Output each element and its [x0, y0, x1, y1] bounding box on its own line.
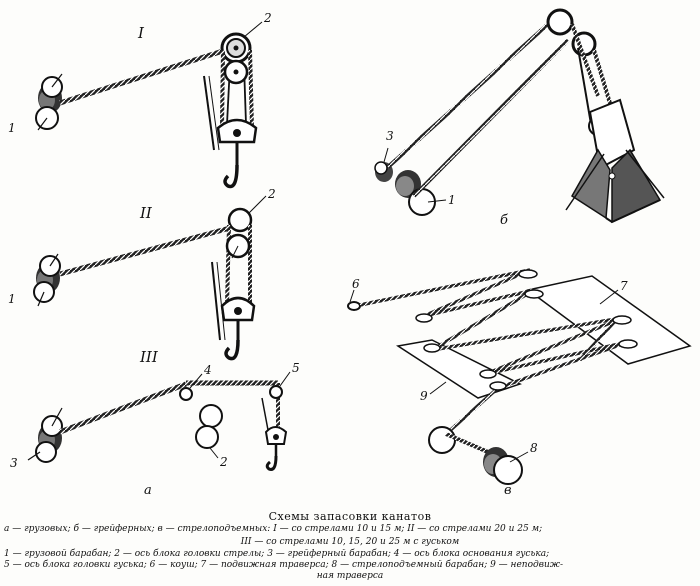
hook-block-tackle-II	[225, 224, 252, 306]
hoist-rope-I	[59, 47, 227, 106]
caption-line-4: 5 — ось блока головки гуська; 6 — коуш; …	[4, 560, 564, 570]
jib-head-sheave	[269, 371, 291, 399]
luffing-scheme: 6 7 9	[347, 268, 692, 485]
label-8-luffing: 8	[530, 441, 538, 455]
caption-line-3: 1 — грузовой барабан; 2 — ось блока голо…	[4, 549, 550, 559]
label-1-I: 1	[8, 121, 16, 135]
thimble	[347, 289, 361, 311]
hoist-drum-I	[35, 73, 63, 131]
scheme-I: I 1 2	[8, 11, 272, 189]
hoist-rope-III	[59, 381, 187, 435]
roman-label-I: I	[137, 24, 145, 42]
scheme-III: III 3 4 5 2	[10, 348, 300, 471]
label-1-grab: 1	[448, 193, 456, 207]
hook-block-I	[216, 118, 258, 189]
luffing-drum	[428, 426, 529, 485]
label-2-III: 2	[219, 455, 228, 469]
grab-bucket	[565, 98, 665, 224]
grab-drums	[374, 147, 447, 216]
roman-label-II: II	[139, 204, 153, 222]
caption-line-1: а — грузовых; б — грейферных; в — стрело…	[4, 524, 543, 534]
fixed-traverse	[395, 339, 522, 399]
label-5-III: 5	[292, 361, 300, 375]
grab-rope-upper	[386, 16, 557, 169]
label-2-I: 2	[263, 11, 272, 25]
label-2-II: 2	[267, 187, 276, 201]
caption-line-2: III — со стрелами 10, 15, 20 и 25 м с гу…	[240, 537, 460, 547]
scheme-II: II 1 2	[8, 187, 276, 361]
boom-head-sheave-I	[220, 21, 263, 64]
traverse-sheaves	[415, 269, 638, 391]
caption-title: Схемы запасовки канатов	[268, 510, 432, 523]
hook-block-II	[220, 296, 256, 361]
jib-base-sheave	[179, 373, 203, 401]
hook-block-III	[264, 426, 288, 471]
grab-boom-head-sheaves	[546, 8, 597, 57]
caption-line-5: ная траверса	[316, 571, 384, 581]
label-4-III: 4	[203, 363, 212, 377]
hoist-rope-II	[59, 225, 231, 277]
roman-label-III: III	[139, 348, 159, 366]
panel-label-a: а	[144, 483, 152, 498]
luffing-ropes	[359, 268, 629, 436]
hoist-drum-II	[33, 253, 61, 307]
grab-rope-lower	[412, 38, 570, 198]
label-1-II: 1	[8, 292, 16, 306]
boom-head-sheaves-III	[195, 404, 223, 459]
rope-reeving-diagram: I 1 2	[8, 8, 692, 498]
grab-scheme: 3 1	[374, 8, 665, 224]
hoist-drum-III	[27, 407, 63, 463]
panel-label-v: в	[504, 483, 512, 498]
label-3-grab: 3	[386, 129, 394, 143]
boom-head-sheave-II	[227, 195, 267, 233]
label-3-III: 3	[10, 456, 18, 470]
panel-label-b: б	[500, 213, 508, 228]
label-6-luffing: 6	[352, 277, 360, 291]
label-9-luffing: 9	[420, 389, 428, 403]
label-7-luffing: 7	[620, 279, 628, 293]
hook-block-tackle-I	[220, 49, 254, 129]
